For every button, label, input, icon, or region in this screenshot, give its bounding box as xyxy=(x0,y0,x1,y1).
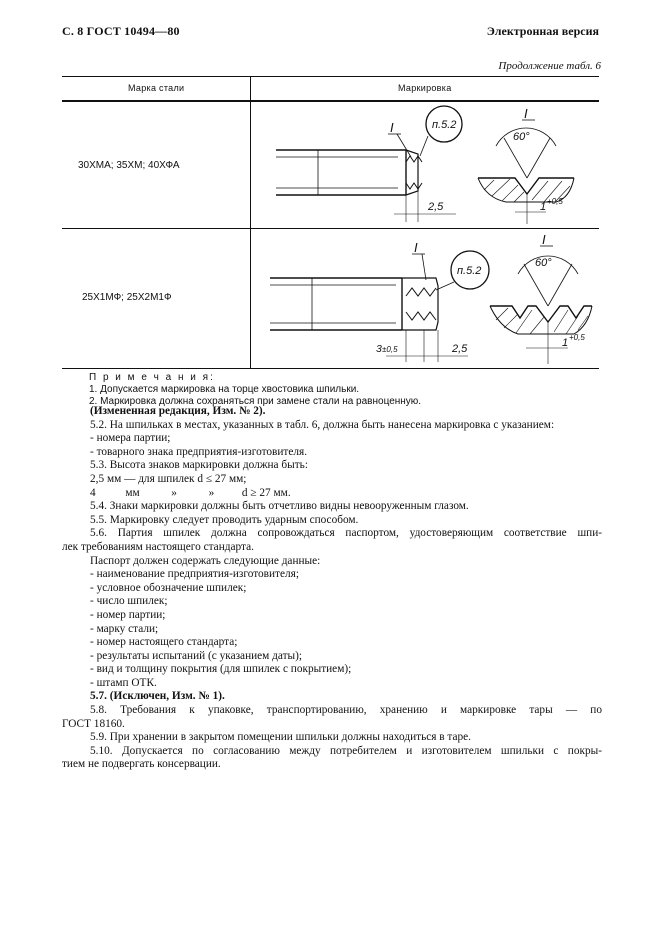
clause-5-4: 5.4. Знаки маркировки должны быть отчетл… xyxy=(90,500,469,513)
passport-intro: Паспорт должен содержать следующие данны… xyxy=(90,554,321,567)
ditto-mark: » xyxy=(171,486,177,499)
clause-5-2: 5.2. На шпильках в местах, указанных в т… xyxy=(90,418,555,431)
list-item: - результаты испытаний (с указанием даты… xyxy=(90,649,303,662)
dimension-a-label: 2,5 xyxy=(427,201,444,213)
table-column-divider xyxy=(250,76,251,369)
detail-mark-label: I xyxy=(414,240,418,255)
list-item: - число шпилек; xyxy=(90,595,168,608)
depth-label: 1 xyxy=(540,201,546,213)
section-mark-label: I xyxy=(542,232,546,247)
depth-label: 1 xyxy=(562,337,568,349)
list-item: - товарного знака предприятия-изготовите… xyxy=(90,445,308,458)
detail-mark-label: I xyxy=(390,120,394,135)
column-header-steel: Марка стали xyxy=(128,83,185,93)
steel-grade-row-2: 25Х1МФ; 25Х2М1Ф xyxy=(82,292,172,303)
clause-5-3-line-2: 4 мм » » d ≥ 27 мм. xyxy=(62,487,602,501)
height-unit: мм xyxy=(125,486,140,499)
ditto-mark: » xyxy=(208,486,215,499)
list-item: - штамп ОТК. xyxy=(90,676,157,689)
marking-drawing-row-2: I п.5.2 3 ±0,5 2,5 I 60° 1 +0,5 xyxy=(270,232,593,364)
amendment-note: (Измененная редакция, Изм. № 2). xyxy=(90,405,266,417)
table-header-rule xyxy=(62,100,599,102)
angle-label: 60° xyxy=(535,257,552,269)
section-mark-label: I xyxy=(524,106,528,121)
depth-tolerance-label: +0,5 xyxy=(547,197,563,206)
list-item: - вид и толщину покрытия (для шпилек с п… xyxy=(90,663,352,676)
depth-tolerance-label: +0,5 xyxy=(569,333,585,342)
clause-5-6-line-2: лек требованиям настоящего стандарта. xyxy=(62,540,254,553)
clause-ref-label: п.5.2 xyxy=(432,119,456,131)
list-item: - условное обозначение шпилек; xyxy=(90,581,247,594)
main-text: (Измененная редакция, Изм. № 2). 5.2. На… xyxy=(62,405,602,772)
column-header-marking: Маркировка xyxy=(398,83,452,93)
table-top-rule xyxy=(62,76,599,77)
clause-5-8-line-2: ГОСТ 18160. xyxy=(62,717,125,730)
table-row-divider xyxy=(62,228,599,229)
note-item: 1. Допускается маркировка на торце хвост… xyxy=(89,384,360,395)
list-item: - наименование предприятия-изготовителя; xyxy=(90,568,299,581)
clause-5-6-line-1: 5.6. Партия шпилек должна сопровождаться… xyxy=(90,527,602,540)
clause-5-9: 5.9. При хранении в закрытом помещении ш… xyxy=(90,731,471,744)
clause-5-8-line-1: 5.8. Требования к упаковке, транспортиро… xyxy=(90,704,602,717)
table-notes: П р и м е ч а н и я: 1. Допускается марк… xyxy=(89,372,421,408)
list-item: - номера партии; xyxy=(90,432,171,445)
table-continuation: Продолжение табл. 6 xyxy=(498,60,601,72)
list-item: - марку стали; xyxy=(90,622,159,635)
clause-5-5: 5.5. Маркировку следует проводить ударны… xyxy=(90,513,359,526)
clause-5-3: 5.3. Высота знаков маркировки должна быт… xyxy=(90,459,308,472)
dimension-c-label: 3 xyxy=(376,343,382,355)
clause-ref-label: п.5.2 xyxy=(457,265,481,277)
dimension-c-tolerance-label: ±0,5 xyxy=(382,345,398,354)
notes-heading: П р и м е ч а н и я: xyxy=(89,372,215,383)
height-value: 4 xyxy=(90,486,96,499)
marking-table: Марка стали Маркировка 30ХМА; 35ХМ; 40ХФ… xyxy=(62,76,599,369)
list-item: - номер настоящего стандарта; xyxy=(90,636,238,649)
dimension-a-label: 2,5 xyxy=(451,343,468,355)
angle-label: 60° xyxy=(513,131,530,143)
clause-5-3-line-1: 2,5 мм — для шпилек d ≤ 27 мм; xyxy=(90,472,247,485)
clause-5-10-line-2: тием не подвергать консервации. xyxy=(62,758,221,771)
clause-5-10-line-1: 5.10. Допускается по согласованию между … xyxy=(90,744,602,757)
note-item: 2. Маркировка должна сохраняться при зам… xyxy=(89,396,422,407)
marking-drawing-row-1: I п.5.2 2,5 I 60° 1 +0,5 xyxy=(276,105,575,224)
steel-grade-row-1: 30ХМА; 35ХМ; 40ХФА xyxy=(78,160,180,171)
list-item: - номер партии; xyxy=(90,608,166,621)
page-header-right: Электронная версия xyxy=(486,24,599,38)
diameter-condition: d ≥ 27 мм. xyxy=(241,486,291,499)
page-header-left: С. 8 ГОСТ 10494—80 xyxy=(62,24,180,38)
table-bottom-rule xyxy=(62,368,599,369)
clause-5-7: 5.7. (Исключен, Изм. № 1). xyxy=(90,690,225,703)
